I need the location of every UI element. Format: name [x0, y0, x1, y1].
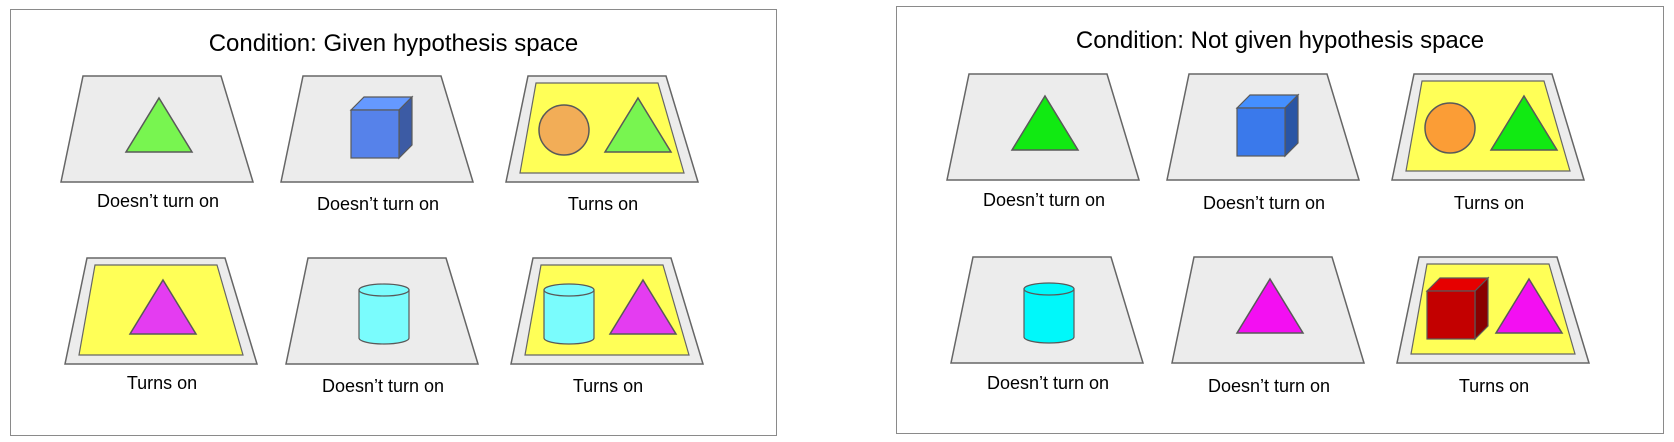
- cylinder-shape: [358, 283, 410, 345]
- outcome-label: Doesn’t turn on: [1202, 193, 1326, 213]
- card-illustration: [1166, 73, 1361, 181]
- outcome-label: Doesn’t turn on: [986, 373, 1110, 393]
- card-illustration: [505, 75, 700, 183]
- card: Turns on: [1384, 64, 1594, 214]
- outcome-label: Turns on: [126, 373, 198, 393]
- card: Doesn’t turn on: [53, 66, 263, 216]
- triangle-shape: [124, 96, 194, 153]
- outcome-label: Doesn’t turn on: [1207, 376, 1331, 396]
- triangle-shape: [1489, 94, 1559, 151]
- card-illustration: [1171, 256, 1366, 364]
- outcome-label: Doesn’t turn on: [316, 194, 440, 214]
- cube-shape: [1235, 93, 1300, 158]
- triangle-shape: [1494, 277, 1564, 334]
- cylinder-shape: [1023, 282, 1075, 344]
- card-illustration: [950, 256, 1145, 364]
- panel-not-given-hypothesis-space: Condition: Not given hypothesis space Do…: [896, 6, 1664, 434]
- cube-shape: [349, 95, 414, 160]
- triangle-shape: [608, 278, 678, 335]
- card-illustration: [64, 257, 259, 365]
- panel-title: Condition: Not given hypothesis space: [1075, 27, 1485, 54]
- outcome-label: Turns on: [567, 194, 639, 214]
- triangle-shape: [603, 96, 673, 153]
- card: Doesn’t turn on: [939, 64, 1149, 214]
- cube-shape: [1425, 276, 1490, 341]
- card: Doesn’t turn on: [278, 248, 488, 398]
- outcome-label: Turns on: [572, 376, 644, 396]
- card-illustration: [280, 75, 475, 183]
- card-illustration: [946, 73, 1141, 181]
- outcome-label: Doesn’t turn on: [96, 191, 220, 211]
- card: Turns on: [57, 248, 267, 398]
- card: Turns on: [1389, 247, 1599, 397]
- card-illustration: [285, 257, 480, 365]
- triangle-shape: [1010, 94, 1080, 151]
- outcome-label: Doesn’t turn on: [321, 376, 445, 396]
- circle-shape: [538, 104, 590, 156]
- triangle-shape: [1235, 277, 1305, 334]
- cylinder-shape: [543, 283, 595, 345]
- panel-given-hypothesis-space: Condition: Given hypothesis space Doesn’…: [10, 9, 777, 436]
- card: Doesn’t turn on: [1159, 64, 1369, 214]
- card: Doesn’t turn on: [1164, 247, 1374, 397]
- card: Turns on: [498, 66, 708, 216]
- outcome-label: Turns on: [1458, 376, 1530, 396]
- circle-shape: [1424, 102, 1476, 154]
- card: Doesn’t turn on: [273, 66, 483, 216]
- card: Turns on: [503, 248, 713, 398]
- triangle-shape: [128, 278, 198, 335]
- outcome-label: Doesn’t turn on: [982, 190, 1106, 210]
- card-illustration: [60, 75, 255, 183]
- card-illustration: [1396, 256, 1591, 364]
- panel-title: Condition: Given hypothesis space: [208, 30, 579, 57]
- outcome-label: Turns on: [1453, 193, 1525, 213]
- card-illustration: [510, 257, 705, 365]
- card-illustration: [1391, 73, 1586, 181]
- card: Doesn’t turn on: [943, 247, 1153, 397]
